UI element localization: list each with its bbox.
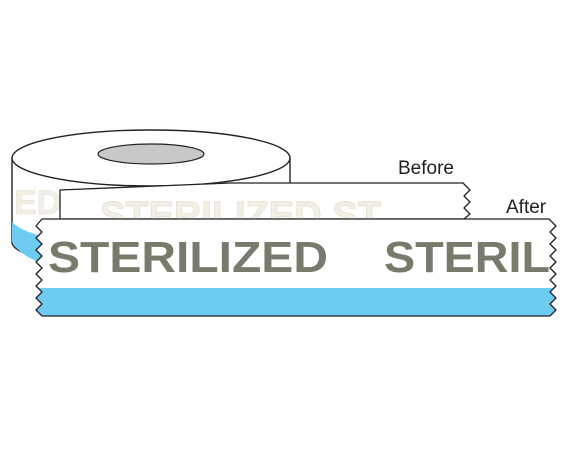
after-blue-stripe bbox=[36, 288, 556, 316]
before-label: Before bbox=[398, 158, 454, 179]
after-strip-outline bbox=[35, 218, 557, 317]
after-tape-strip: STERILIZED STERIL bbox=[35, 218, 557, 317]
after-label: After bbox=[506, 197, 547, 218]
after-text-steril: STERIL bbox=[384, 233, 550, 282]
roll-faint-text: ED bbox=[14, 184, 61, 222]
roll-core-hole bbox=[97, 143, 205, 165]
before-strip-body bbox=[59, 182, 471, 220]
after-text-sterilized: STERILIZED bbox=[48, 233, 328, 282]
